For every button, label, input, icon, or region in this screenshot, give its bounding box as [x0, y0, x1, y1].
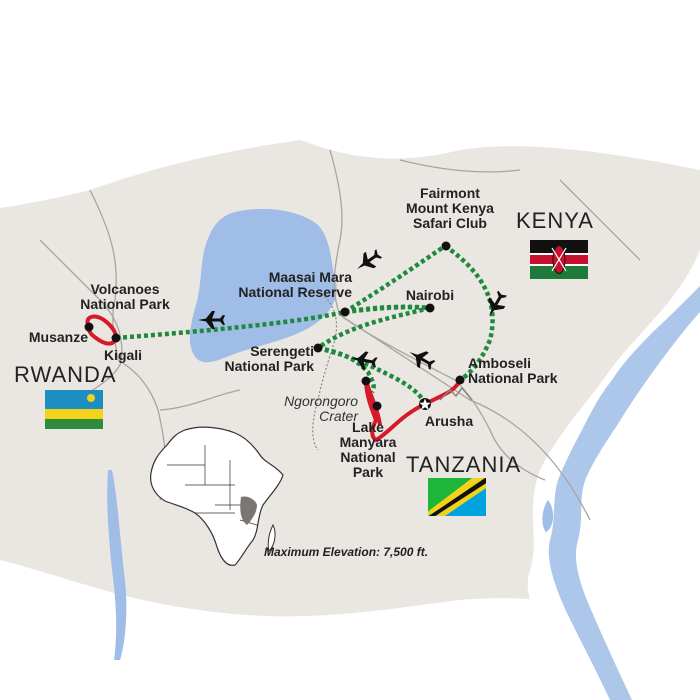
stop-lake-manyara	[372, 401, 382, 411]
label-arusha: Arusha	[424, 413, 474, 429]
rwanda-flag	[45, 390, 103, 429]
stop-serengeti	[313, 343, 323, 353]
stop-nairobi	[425, 303, 435, 313]
flight-routes	[115, 244, 495, 405]
park-boundary	[312, 291, 338, 451]
lake-tanganyika	[107, 470, 127, 660]
airplane-icon	[350, 351, 378, 370]
label-lake-manyara: Lake Manyara National Park	[339, 419, 397, 480]
tanzania-flag	[428, 478, 486, 516]
label-serengeti: Serengeti National Park	[224, 343, 314, 374]
island-water	[542, 500, 554, 532]
kenya-flag	[530, 240, 588, 279]
country-label-tanzania: TANZANIA	[406, 452, 522, 477]
africa-inset-map	[150, 426, 284, 566]
label-musanze: Musanze	[28, 329, 88, 345]
ground-route	[364, 379, 462, 443]
star-icon	[419, 398, 431, 410]
coast-water	[548, 286, 700, 700]
bottom-vignette	[0, 560, 620, 700]
label-fairmont: Fairmont Mount Kenya Safari Club	[406, 185, 494, 231]
airplane-icons	[198, 249, 507, 370]
stop-maasai-mara	[340, 307, 350, 317]
country-label-kenya: KENYA	[516, 208, 594, 233]
stop-fairmont	[441, 241, 451, 251]
airplane-icon	[409, 351, 436, 370]
stop-ngorongoro	[361, 376, 371, 386]
label-nairobi: Nairobi	[405, 287, 455, 303]
stop-kigali	[111, 333, 121, 343]
elevation-note: Maximum Elevation: 7,500 ft.	[264, 545, 429, 559]
highlight-region	[240, 496, 257, 525]
airplane-icon	[357, 249, 383, 269]
country-label-rwanda: RWANDA	[14, 362, 117, 387]
label-volcanoes: Volcanoes National Park	[80, 281, 170, 312]
label-ngorongoro: Ngorongoro Crater	[284, 393, 358, 424]
stop-musanze	[84, 322, 94, 332]
route-stops	[84, 241, 465, 411]
country-borders	[39, 149, 641, 521]
label-kigali: Kigali	[103, 347, 143, 363]
airplane-icon	[488, 290, 507, 317]
mountain-icon	[439, 386, 473, 401]
label-amboseli: Amboseli National Park	[468, 355, 558, 386]
top-vignette	[0, 0, 700, 208]
airplane-icon	[198, 311, 225, 329]
label-maasai-mara: Maasai Mara National Reserve	[238, 269, 352, 300]
lake-victoria	[189, 208, 337, 363]
stop-amboseli	[455, 375, 465, 385]
